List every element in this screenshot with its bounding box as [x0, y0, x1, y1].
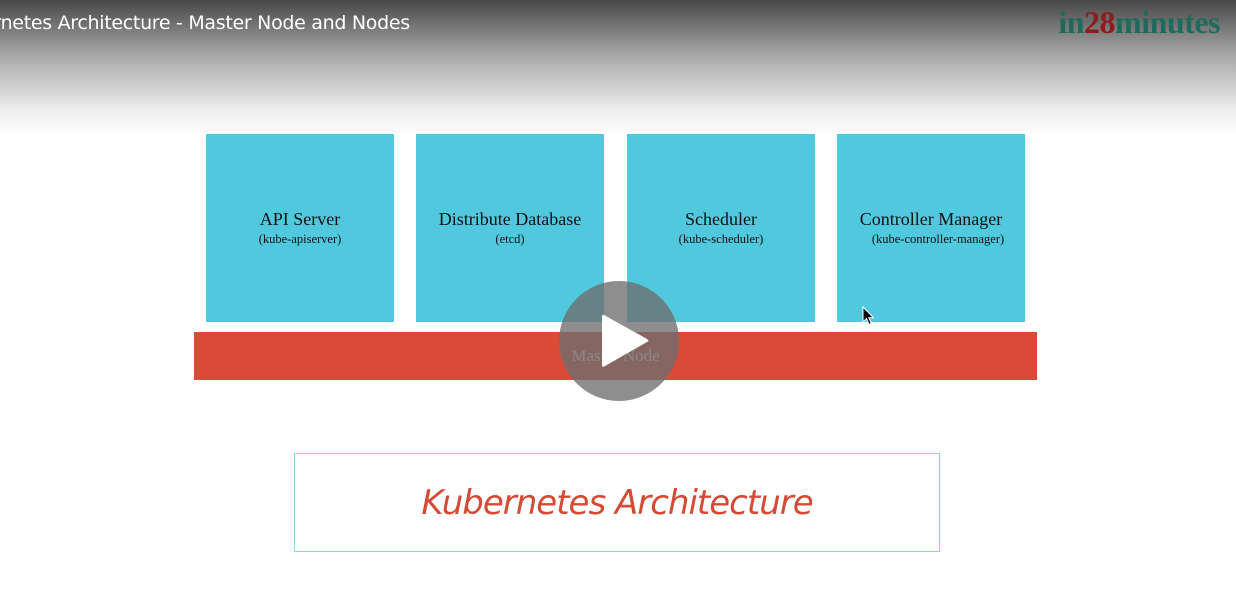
- logo-part: 28: [1084, 4, 1116, 40]
- slide-title-box: Kubernetes Architecture: [294, 453, 940, 552]
- api-server-box: API Server (kube-apiserver): [206, 134, 394, 322]
- component-subtitle: (kube-controller-manager): [871, 232, 1005, 246]
- logo-part: minutes: [1115, 4, 1220, 40]
- channel-logo[interactable]: in28minutes: [1058, 4, 1220, 41]
- mouse-cursor-icon: [862, 306, 875, 326]
- logo-part: in: [1058, 4, 1085, 40]
- component-name: Distribute Database: [438, 209, 582, 229]
- video-title[interactable]: ernetes Architecture - Master Node and N…: [0, 12, 410, 34]
- component-subtitle: (kube-apiserver): [258, 232, 342, 246]
- component-name: API Server: [259, 209, 341, 229]
- play-icon: [602, 314, 649, 367]
- component-name: Controller Manager: [859, 209, 1003, 229]
- controller-manager-box: Controller Manager (kube-controller-mana…: [837, 134, 1025, 322]
- distribute-database-box: Distribute Database (etcd): [416, 134, 604, 322]
- component-subtitle: (etcd): [495, 232, 525, 246]
- slide-title: Kubernetes Architecture: [421, 482, 813, 523]
- scheduler-box: Scheduler (kube-scheduler): [627, 134, 815, 322]
- play-button[interactable]: [559, 281, 679, 401]
- component-name: Scheduler: [685, 209, 757, 229]
- component-subtitle: (kube-scheduler): [678, 232, 764, 246]
